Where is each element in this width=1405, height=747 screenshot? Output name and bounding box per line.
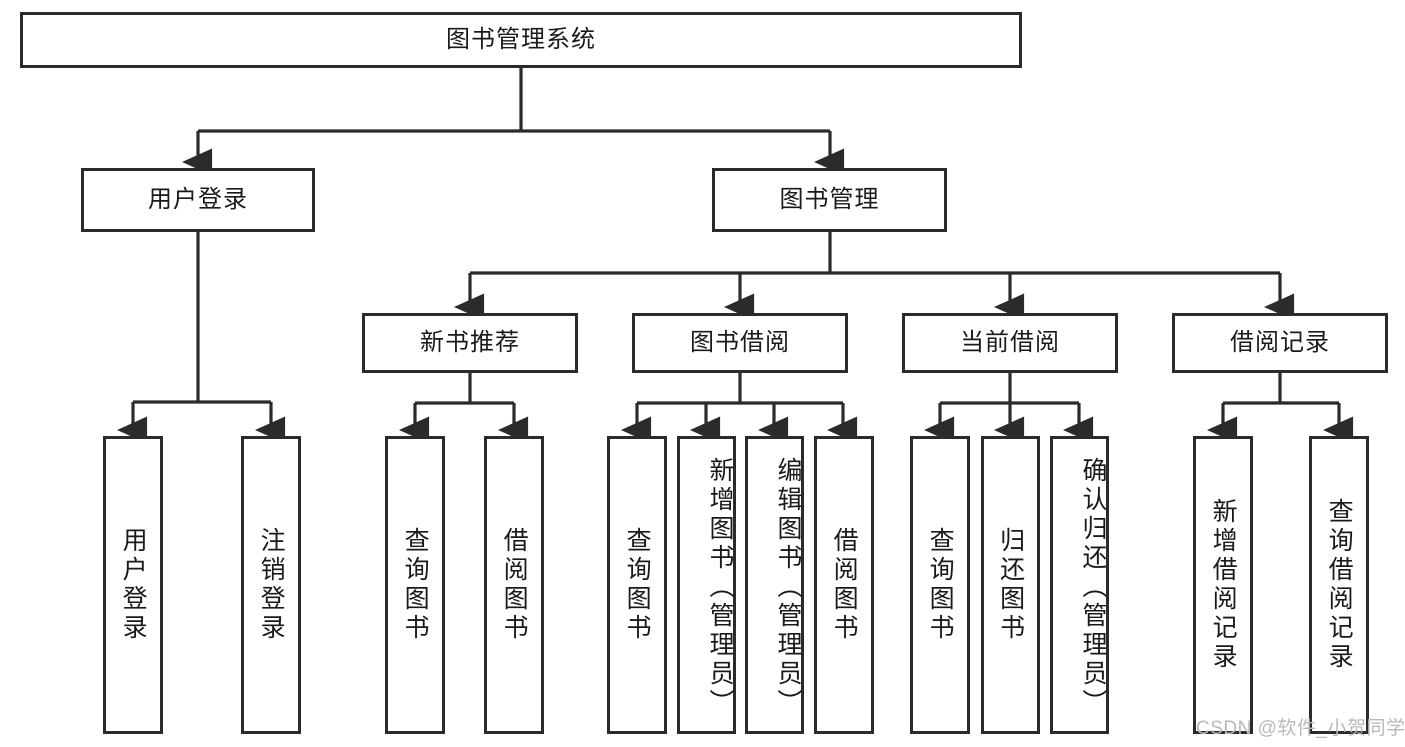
leaf-label: 编辑图书（管理员） xyxy=(774,456,802,718)
node-label: 图书借阅 xyxy=(690,328,790,356)
node-root-book-management-system[interactable]: 图书管理系统 xyxy=(20,12,1022,68)
node-book-borrow[interactable]: 图书借阅 xyxy=(632,313,848,373)
leaf-current-return-book[interactable]: 归还图书 xyxy=(981,436,1040,734)
leaf-new-book-query[interactable]: 查询图书 xyxy=(385,436,445,734)
leaf-label: 查询借阅记录 xyxy=(1325,498,1354,672)
leaf-label: 归还图书 xyxy=(996,527,1025,643)
node-current-borrow[interactable]: 当前借阅 xyxy=(902,313,1118,373)
leaf-borrow-add-book-admin[interactable]: 新增图书（管理员） xyxy=(677,436,736,734)
node-borrow-record[interactable]: 借阅记录 xyxy=(1172,313,1388,373)
leaf-label: 用户登录 xyxy=(119,527,148,643)
leaf-user-login[interactable]: 用户登录 xyxy=(103,436,163,734)
node-label: 新书推荐 xyxy=(420,328,520,356)
leaf-record-query-borrow-record[interactable]: 查询借阅记录 xyxy=(1309,436,1369,734)
leaf-current-confirm-return-admin[interactable]: 确认归还（管理员） xyxy=(1050,436,1109,734)
node-label: 图书管理 xyxy=(779,185,880,213)
leaf-label: 新增图书（管理员） xyxy=(706,456,734,718)
node-label: 借阅记录 xyxy=(1230,328,1330,356)
leaf-new-book-borrow[interactable]: 借阅图书 xyxy=(484,436,544,734)
node-label: 图书管理系统 xyxy=(446,25,596,53)
node-label: 当前借阅 xyxy=(960,328,1060,356)
leaf-label: 确认归还（管理员） xyxy=(1079,456,1107,718)
leaf-label: 查询图书 xyxy=(401,527,430,643)
leaf-label: 新增借阅记录 xyxy=(1209,498,1238,672)
leaf-label: 借阅图书 xyxy=(830,527,859,643)
leaf-label: 借阅图书 xyxy=(500,527,529,643)
leaf-user-logout[interactable]: 注销登录 xyxy=(241,436,301,734)
leaf-current-query-book[interactable]: 查询图书 xyxy=(910,436,970,734)
leaf-label: 查询图书 xyxy=(926,527,955,643)
leaf-borrow-query-book[interactable]: 查询图书 xyxy=(607,436,667,734)
node-user-login[interactable]: 用户登录 xyxy=(81,168,315,232)
node-new-book-recommend[interactable]: 新书推荐 xyxy=(362,313,578,373)
node-book-management[interactable]: 图书管理 xyxy=(712,168,947,232)
leaf-label: 注销登录 xyxy=(257,527,286,643)
leaf-label: 查询图书 xyxy=(623,527,652,643)
leaf-borrow-borrow-book[interactable]: 借阅图书 xyxy=(814,436,874,734)
leaf-borrow-edit-book-admin[interactable]: 编辑图书（管理员） xyxy=(745,436,804,734)
leaf-record-add-borrow-record[interactable]: 新增借阅记录 xyxy=(1193,436,1253,734)
node-label: 用户登录 xyxy=(148,185,248,213)
